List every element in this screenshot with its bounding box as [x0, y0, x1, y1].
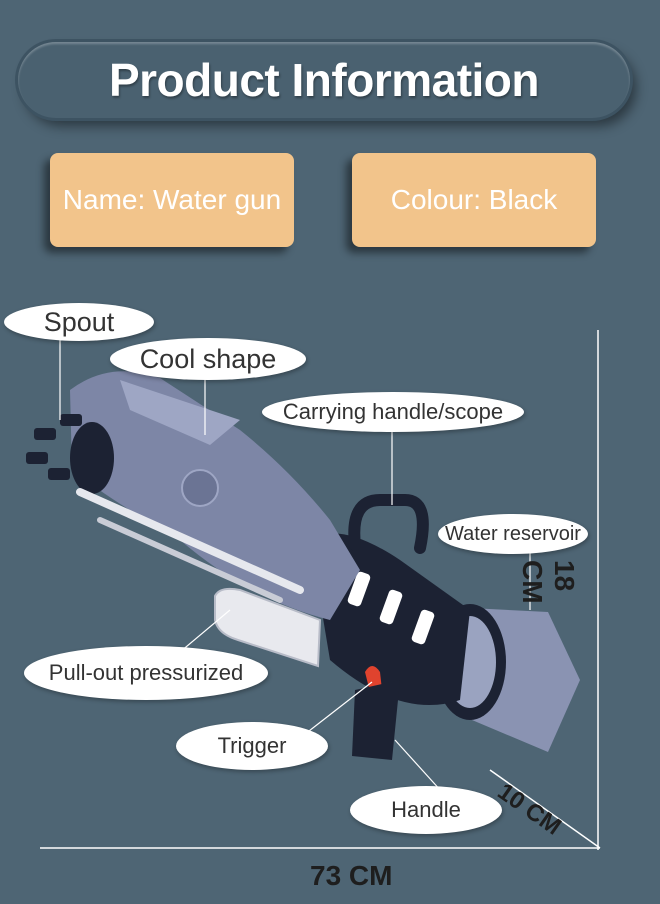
pull-out-label: Pull-out pressurized	[48, 660, 244, 685]
body-emblem	[181, 469, 219, 507]
spout-label: Spout	[43, 306, 115, 337]
trigger-callout: Trigger	[176, 722, 328, 770]
barrel-vent	[411, 609, 435, 645]
handle-callout: Handle	[350, 786, 502, 834]
spout-nozzle	[48, 468, 70, 480]
spout-nozzle	[34, 428, 56, 440]
cool-shape-fin	[120, 380, 240, 445]
carrying-handle-callout: Carrying handle/scope	[262, 392, 524, 432]
length-label: 73 CM	[310, 860, 393, 891]
handle-label: Handle	[391, 797, 461, 822]
water-reservoir-callout: Water reservoir	[438, 514, 588, 554]
pistol-grip	[352, 680, 400, 760]
page-title: Product Information	[108, 54, 540, 106]
pump-rod	[76, 488, 304, 594]
colour-tag: Colour: Black	[352, 153, 596, 247]
colour-tag-label: Colour: Black	[390, 184, 558, 215]
water-reservoir-label: Water reservoir	[445, 522, 581, 545]
cool-shape-callout: Cool shape	[110, 338, 306, 380]
spout-ring	[70, 422, 114, 494]
cool-shape-label: Cool shape	[139, 343, 277, 374]
pump-rod	[97, 517, 283, 603]
carrying-handle-label: Carrying handle/scope	[282, 399, 504, 424]
handle-leader	[394, 739, 443, 793]
height-label: 18 CM	[517, 560, 580, 604]
spout-callout: Spout	[4, 303, 154, 341]
pull-out-leader	[179, 609, 231, 653]
trigger-label: Trigger	[217, 733, 287, 758]
barrel-vent	[379, 589, 403, 625]
depth-dimension-line	[489, 769, 601, 849]
pull-out-pump	[214, 587, 322, 668]
trigger-leader	[299, 681, 373, 739]
name-tag: Name: Water gun	[50, 153, 294, 247]
title-banner: Product Information	[18, 42, 630, 118]
pull-out-callout: Pull-out pressurized	[24, 646, 268, 700]
spout-nozzle	[60, 414, 82, 426]
name-tag-label: Name: Water gun	[62, 184, 282, 215]
spout-nozzle	[26, 452, 48, 464]
barrel-vent	[347, 571, 371, 607]
